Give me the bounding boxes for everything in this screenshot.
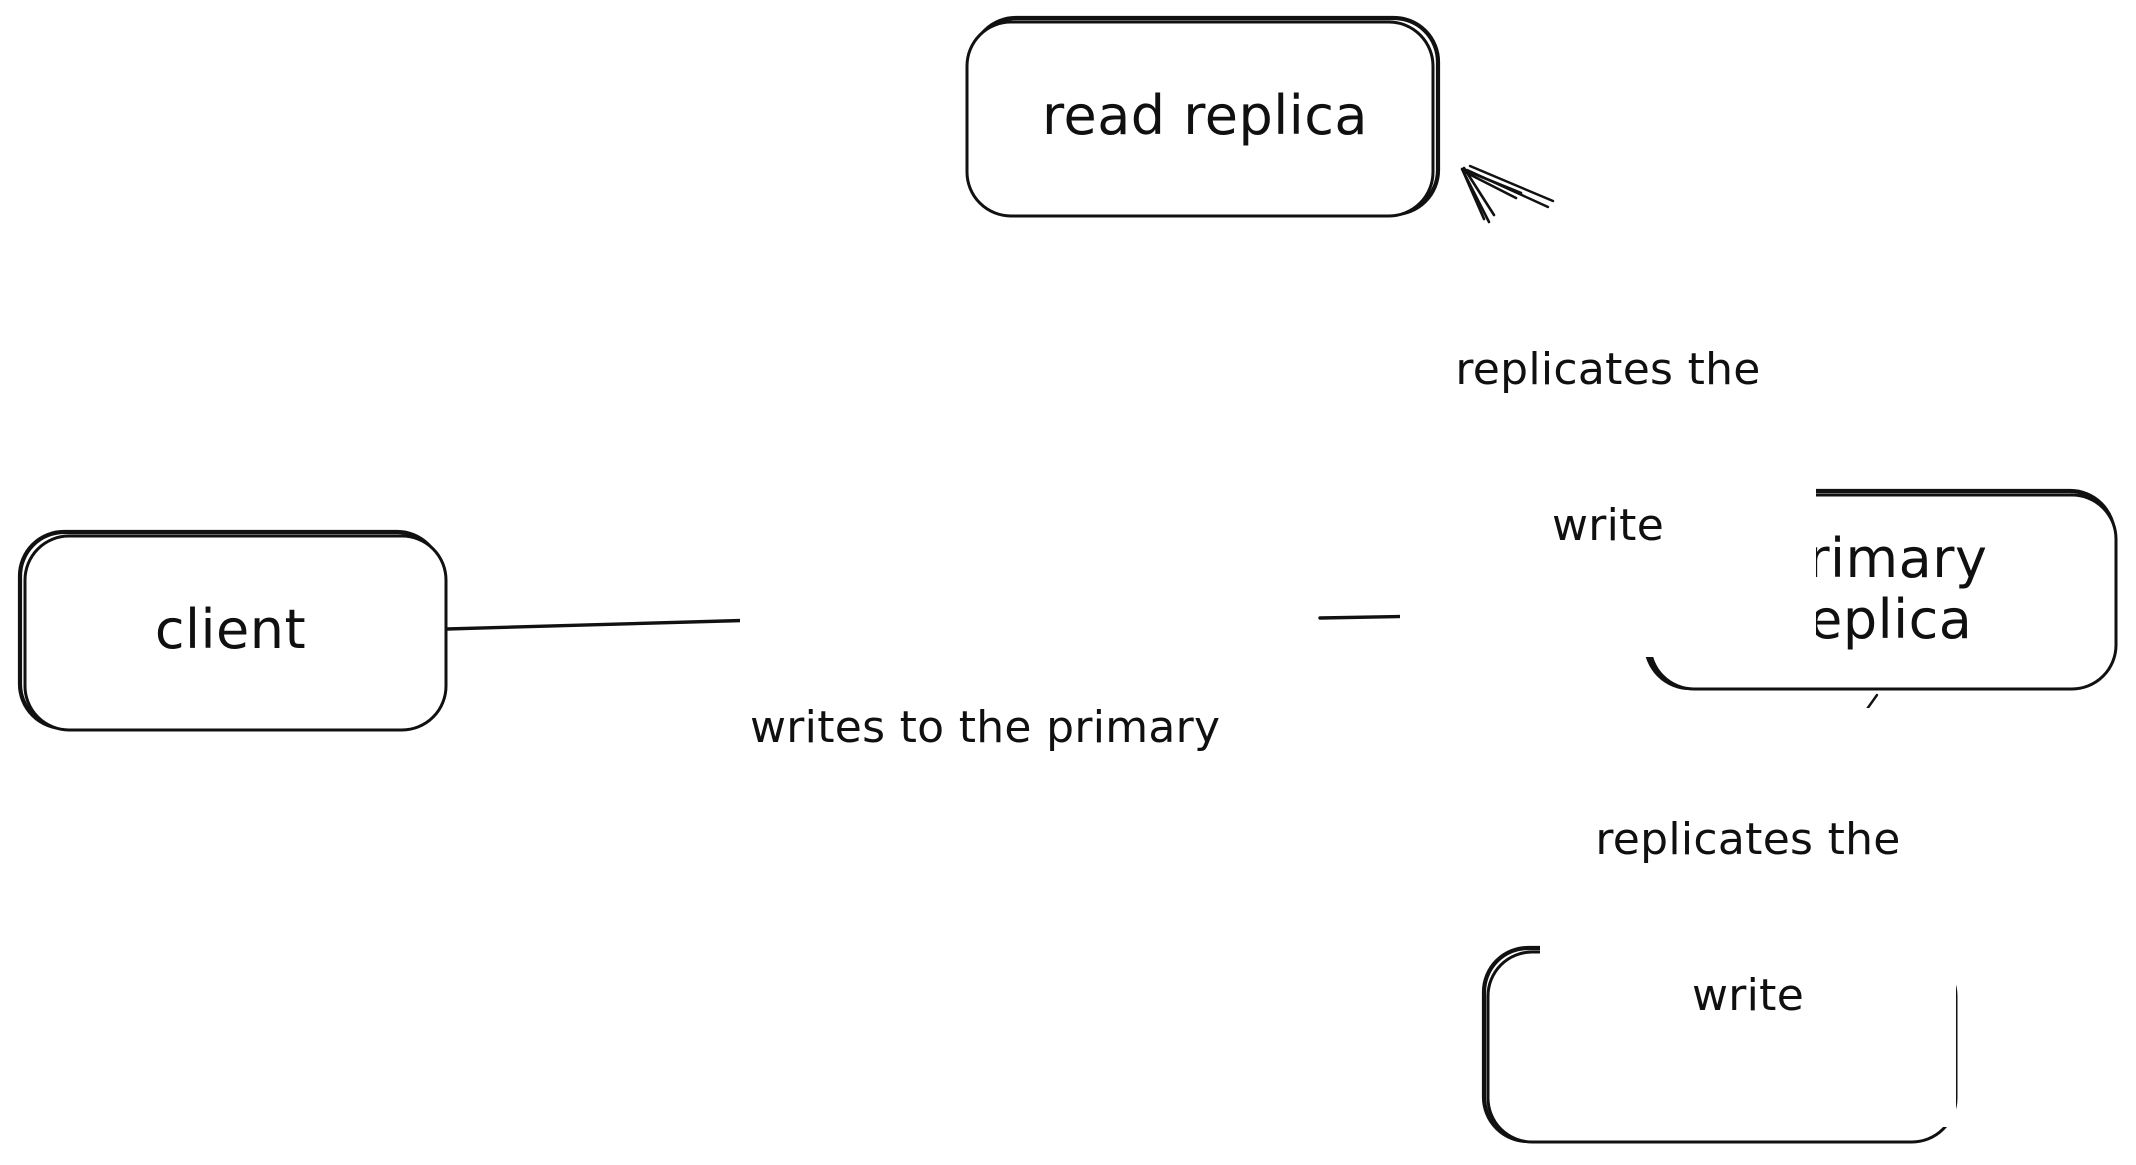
edge-primary-top-line-lower bbox=[1632, 306, 1802, 489]
node-read-replica-top-shape[interactable] bbox=[965, 15, 1441, 218]
edge-client-to-primary-line-left bbox=[445, 618, 744, 631]
edge-primary-top-arrowhead bbox=[1460, 167, 1523, 224]
edge-client-to-primary-line-right bbox=[1318, 609, 1641, 620]
edge-client-to-primary[interactable] bbox=[445, 583, 1643, 639]
edge-primary-top-line-lower-2 bbox=[1638, 302, 1808, 485]
edge-primary-top-arrowhead-extra bbox=[1461, 169, 1518, 221]
node-primary-replica-shape[interactable] bbox=[1643, 488, 2118, 691]
node-read-replica-bottom-shape[interactable] bbox=[1481, 945, 1958, 1144]
edge-primary-bottom-line-stub bbox=[1843, 693, 1879, 742]
edge-primary-to-read-replica-bottom[interactable] bbox=[1669, 693, 1879, 939]
edge-primary-bottom-line-lower-2 bbox=[1682, 841, 1781, 937]
edge-client-to-primary-arrowhead-extra bbox=[1564, 589, 1642, 613]
edge-primary-top-arrowhead-extra2 bbox=[1462, 166, 1496, 217]
edge-primary-to-read-replica-top[interactable] bbox=[1460, 164, 1808, 489]
node-client-shape[interactable] bbox=[17, 529, 448, 732]
edge-primary-top-line-upper-2 bbox=[1468, 164, 1555, 203]
